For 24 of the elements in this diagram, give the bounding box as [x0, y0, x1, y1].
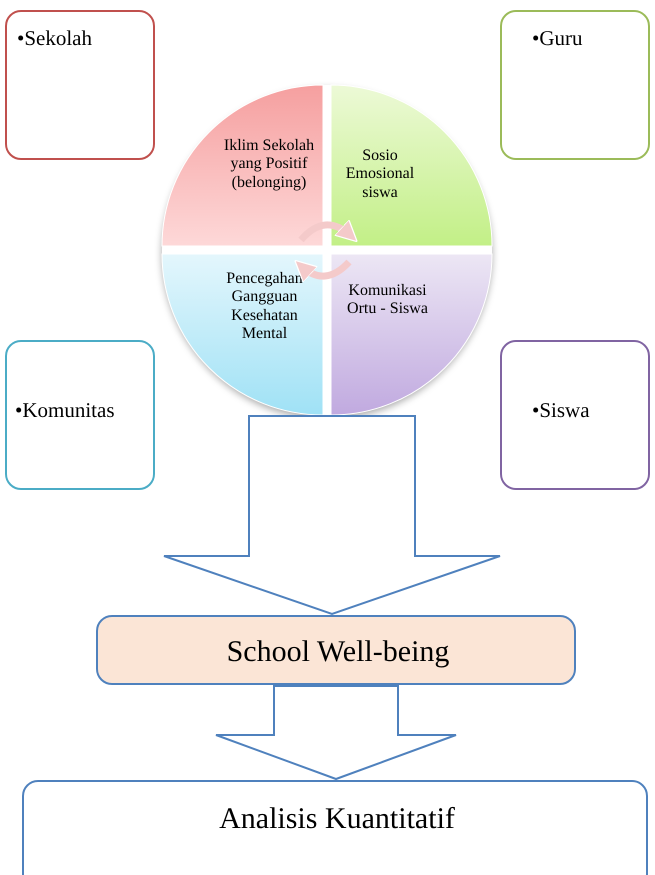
result-box	[96, 615, 576, 685]
box-label: •Komunitas	[15, 398, 116, 422]
cycle-arrow	[294, 260, 352, 283]
quadrant-segment	[331, 85, 492, 246]
quadrant-segment	[162, 254, 323, 415]
box-label: Analisis Kuantitatif	[218, 802, 456, 836]
cycle-arrow	[298, 219, 358, 242]
quadrant-segment	[331, 254, 492, 415]
category-box	[500, 340, 650, 490]
quadrant-segment	[162, 85, 323, 246]
block-arrow	[163, 415, 501, 616]
block-arrow	[215, 685, 457, 780]
box-label: •Siswa	[532, 398, 591, 422]
category-box	[5, 340, 155, 490]
segment-label: Sosio Emosional siswa	[344, 147, 416, 202]
segment-label: Komunikasi Ortu - Siswa	[346, 282, 429, 319]
box-label: •Guru	[532, 26, 584, 50]
category-box	[500, 10, 650, 160]
segment-label: Pencegahan Gangguan Kesehatan Mental	[225, 270, 304, 344]
category-box	[5, 10, 155, 160]
box-label: School Well-being	[226, 635, 450, 670]
category-box	[22, 780, 648, 875]
box-label: •Sekolah	[17, 26, 94, 50]
segment-label: Iklim Sekolah yang Positif (belonging)	[222, 137, 316, 192]
